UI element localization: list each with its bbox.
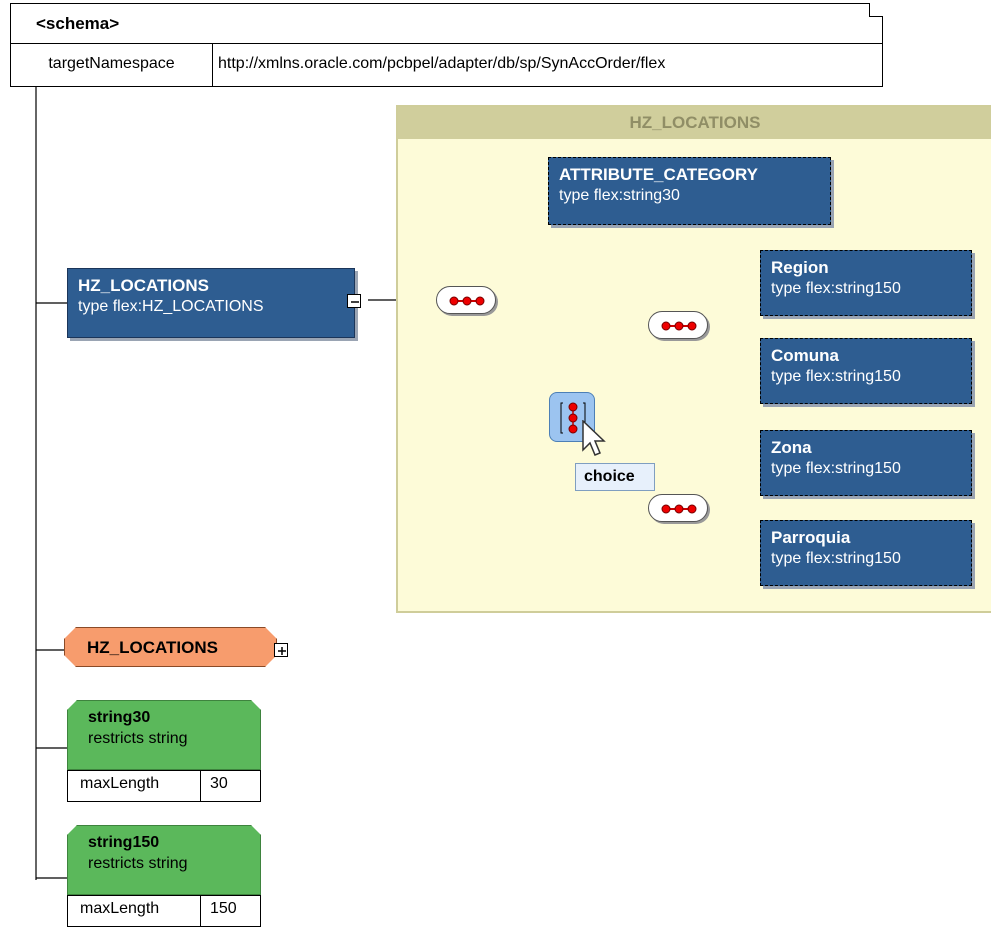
element-name: Comuna: [771, 346, 839, 365]
target-namespace-label: targetNamespace: [11, 44, 213, 86]
element-attribute-category[interactable]: ATTRIBUTE_CATEGORY type flex:string30: [548, 157, 831, 225]
element-name: ATTRIBUTE_CATEGORY: [559, 165, 758, 184]
element-type: type flex:string150: [771, 550, 901, 567]
simple-type-restriction: restricts string: [88, 730, 188, 747]
element-type: type flex:string150: [771, 460, 901, 477]
schema-title: <schema>: [11, 4, 882, 44]
sequence-icon[interactable]: [648, 494, 708, 522]
element-type: type flex:string150: [771, 280, 901, 297]
element-name: HZ_LOCATIONS: [78, 276, 209, 295]
simple-type-string150[interactable]: string150 restricts string: [67, 825, 261, 895]
element-type: type flex:string150: [771, 368, 901, 385]
complex-type-hz-locations[interactable]: HZ_LOCATIONS: [64, 627, 277, 667]
collapse-icon[interactable]: [347, 294, 361, 308]
element-name: Region: [771, 258, 829, 277]
sequence-icon[interactable]: [436, 286, 496, 314]
element-type: type flex:string30: [559, 187, 680, 204]
simple-type-restriction: restricts string: [88, 855, 188, 872]
facet-label: maxLength: [80, 900, 160, 917]
element-comuna[interactable]: Comuna type flex:string150: [760, 338, 972, 404]
facet-divider: [200, 896, 201, 927]
group-title: HZ_LOCATIONS: [398, 107, 991, 139]
element-region[interactable]: Region type flex:string150: [760, 250, 972, 316]
element-type: type flex:HZ_LOCATIONS: [78, 298, 264, 315]
facet-value: 30: [210, 775, 228, 792]
sequence-icon[interactable]: [648, 311, 708, 339]
choice-tooltip: choice: [575, 463, 655, 491]
facet-label: maxLength: [80, 775, 160, 792]
element-name: Zona: [771, 438, 812, 457]
target-namespace-value: http://xmlns.oracle.com/pcbpel/adapter/d…: [218, 55, 666, 72]
schema-header: <schema> targetNamespace http://xmlns.or…: [10, 3, 883, 87]
expand-icon[interactable]: [274, 643, 288, 657]
element-zona[interactable]: Zona type flex:string150: [760, 430, 972, 496]
simple-type-name: string30: [88, 709, 151, 726]
facet-divider: [200, 771, 201, 802]
element-name: Parroquia: [771, 528, 851, 547]
simple-type-name: string150: [88, 834, 160, 851]
simple-type-string30[interactable]: string30 restricts string: [67, 700, 261, 770]
root-element-hz-locations[interactable]: HZ_LOCATIONS type flex:HZ_LOCATIONS: [67, 268, 355, 338]
mouse-cursor-icon: [582, 420, 606, 456]
facet-row: maxLength 30: [67, 770, 261, 802]
page-fold-icon: [869, 3, 883, 17]
facet-row: maxLength 150: [67, 895, 261, 927]
facet-value: 150: [210, 900, 237, 917]
element-parroquia[interactable]: Parroquia type flex:string150: [760, 520, 972, 586]
